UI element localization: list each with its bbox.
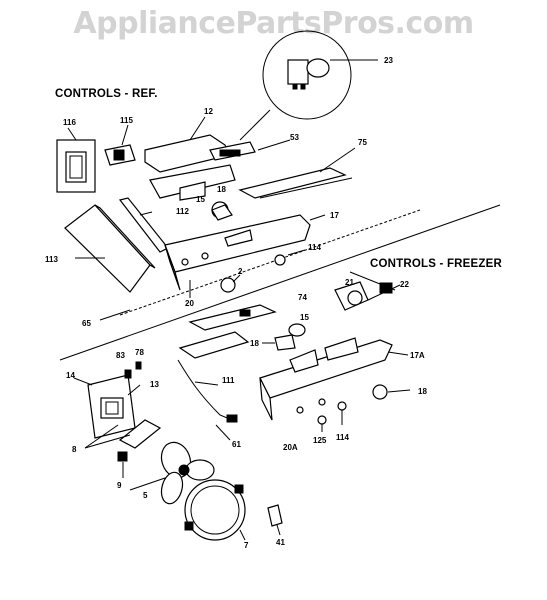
part-18-lamp-socket [262, 334, 296, 351]
part-12-housing [144, 116, 291, 173]
label-8: 8 [72, 445, 77, 454]
label-65: 65 [82, 319, 91, 328]
part-116-switch [56, 127, 96, 193]
label-12: 12 [204, 107, 213, 116]
section-title-freezer: CONTROLS - FREEZER [370, 258, 503, 270]
part-23-defrost-timer [239, 30, 378, 141]
label-5: 5 [143, 491, 148, 500]
label-15-frz: 15 [300, 313, 309, 322]
part-12-bracket-lower [149, 164, 236, 201]
part-61-leader [215, 424, 231, 441]
part-2-knob [220, 274, 241, 293]
label-83: 83 [116, 351, 125, 360]
label-114-frz: 114 [336, 433, 349, 442]
label-41: 41 [276, 538, 285, 547]
label-15-ref: 15 [196, 195, 205, 204]
part-114-freezer-screw [337, 401, 347, 425]
label-23: 23 [384, 56, 393, 65]
label-78: 78 [135, 348, 144, 357]
part-111-wire-harness [177, 359, 238, 423]
part-41-screw [267, 504, 283, 536]
part-114-screw [274, 249, 306, 266]
label-111: 111 [222, 376, 235, 385]
label-18-knob: 18 [418, 387, 427, 396]
part-17a-freezer-housing [259, 337, 409, 421]
part-7-fan-shroud [184, 479, 246, 541]
divider-line-2 [119, 209, 421, 316]
label-18-ref: 18 [217, 185, 226, 194]
label-2: 2 [238, 267, 243, 276]
label-114-ref: 114 [308, 243, 321, 252]
label-116: 116 [63, 118, 76, 127]
label-61: 61 [232, 440, 241, 449]
part-18-freezer-knob [372, 384, 411, 400]
label-113: 113 [45, 255, 58, 264]
label-9: 9 [117, 481, 122, 490]
part-8-mount-arms [84, 419, 162, 462]
part-75-rail [238, 147, 356, 199]
part-74-bracket [188, 304, 277, 331]
part-83-screw [124, 369, 132, 379]
part-22-capillary [349, 271, 396, 294]
section-title-refrigerator: CONTROLS - REF. [55, 88, 158, 100]
divider-line-1 [59, 204, 501, 361]
label-13: 13 [150, 380, 159, 389]
part-15-lamp [288, 323, 306, 337]
label-22: 22 [400, 280, 409, 289]
label-115: 115 [120, 116, 133, 125]
label-7: 7 [244, 541, 249, 550]
label-14: 14 [66, 371, 75, 380]
label-20a: 20A [283, 443, 298, 452]
label-75: 75 [358, 138, 367, 147]
part-5-fan-blade [129, 441, 215, 505]
label-21: 21 [345, 278, 354, 287]
label-17a: 17A [410, 351, 425, 360]
part-18-knob [211, 201, 233, 221]
label-112: 112 [176, 207, 189, 216]
label-18-frz: 18 [250, 339, 259, 348]
part-17-control-housing [164, 214, 326, 291]
label-20: 20 [185, 299, 194, 308]
part-78-clip [135, 361, 142, 370]
part-12-freezer-panel [178, 331, 250, 359]
part-115-bracket [104, 124, 136, 166]
label-53: 53 [290, 133, 299, 142]
part-65-leader [99, 309, 131, 321]
part-125-screw [317, 415, 327, 432]
label-17: 17 [330, 211, 339, 220]
label-74: 74 [298, 293, 307, 302]
part-14-fan-bracket [73, 374, 141, 439]
part-113-channel [64, 204, 156, 293]
label-125: 125 [313, 436, 327, 445]
